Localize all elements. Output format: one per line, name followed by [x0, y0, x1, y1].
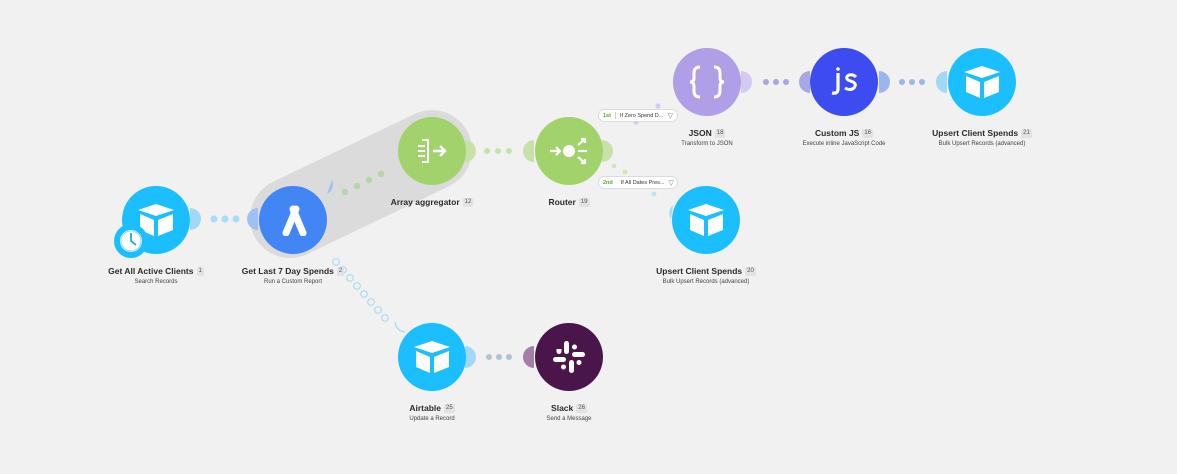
schedule-clock-icon[interactable]	[114, 224, 148, 258]
airtable-icon[interactable]	[948, 48, 1016, 116]
module-title: Get All Active Clients	[108, 266, 194, 276]
filter-label: If All Dates Pres...	[620, 179, 665, 186]
js-icon[interactable]	[810, 48, 878, 116]
module-title: Upsert Client Spends	[932, 128, 1019, 138]
filter-funnel-icon: ▽	[667, 112, 673, 120]
module-subtitle: Update a Record	[409, 416, 455, 422]
json-braces-icon[interactable]	[673, 48, 741, 116]
module-title: Upsert Client Spends	[656, 266, 743, 276]
module-title: Airtable	[409, 403, 441, 413]
module-subtitle: Transform to JSON	[681, 141, 733, 147]
module-id-badge: 1	[196, 266, 204, 276]
module-title: Slack	[551, 403, 574, 413]
module-id-badge: 19	[578, 197, 590, 207]
module-id-badge: 18	[714, 128, 726, 138]
module-id-badge: 21	[1021, 128, 1032, 138]
module-subtitle: Send a Message	[546, 416, 592, 422]
slack-icon[interactable]	[535, 323, 603, 391]
array-aggregator-icon[interactable]	[398, 117, 466, 185]
filter-order: 1st	[603, 112, 611, 119]
module-title: Router	[548, 197, 576, 207]
module-title: Custom JS	[814, 128, 860, 138]
route-filter-1[interactable]: 1st If Zero Spend D... ▽	[599, 110, 677, 121]
route-filter-2[interactable]: 2nd If All Dates Pres... ▽	[599, 177, 677, 188]
module-subtitle: Bulk Upsert Records (advanced)	[938, 141, 1026, 147]
module-subtitle: Bulk Upsert Records (advanced)	[662, 279, 750, 285]
module-id-badge: 25	[443, 403, 455, 413]
filter-label: If Zero Spend D...	[619, 112, 664, 119]
module-title: JSON	[688, 128, 712, 138]
filter-divider	[614, 112, 616, 119]
module-title: Get Last 7 Day Spends	[241, 266, 334, 276]
module-id-badge: 26	[576, 403, 587, 413]
module-id-badge: 20	[745, 266, 756, 276]
module-id-badge: 12	[462, 197, 474, 207]
filter-order: 2nd	[603, 179, 613, 186]
airtable-icon[interactable]	[398, 323, 466, 391]
module-subtitle: Run a Custom Report	[263, 279, 323, 285]
airtable-icon[interactable]	[672, 186, 740, 254]
module-subtitle: Search Records	[134, 279, 178, 285]
module-subtitle: Execute inline JavaScript Code	[802, 141, 886, 147]
module-id-badge: 16	[862, 128, 874, 138]
module-title: Array aggregator	[390, 197, 460, 207]
router-icon[interactable]	[535, 117, 603, 185]
google-ads-icon[interactable]	[259, 186, 327, 254]
module-id-badge: 2	[336, 266, 345, 276]
filter-funnel-icon: ▽	[668, 179, 674, 187]
